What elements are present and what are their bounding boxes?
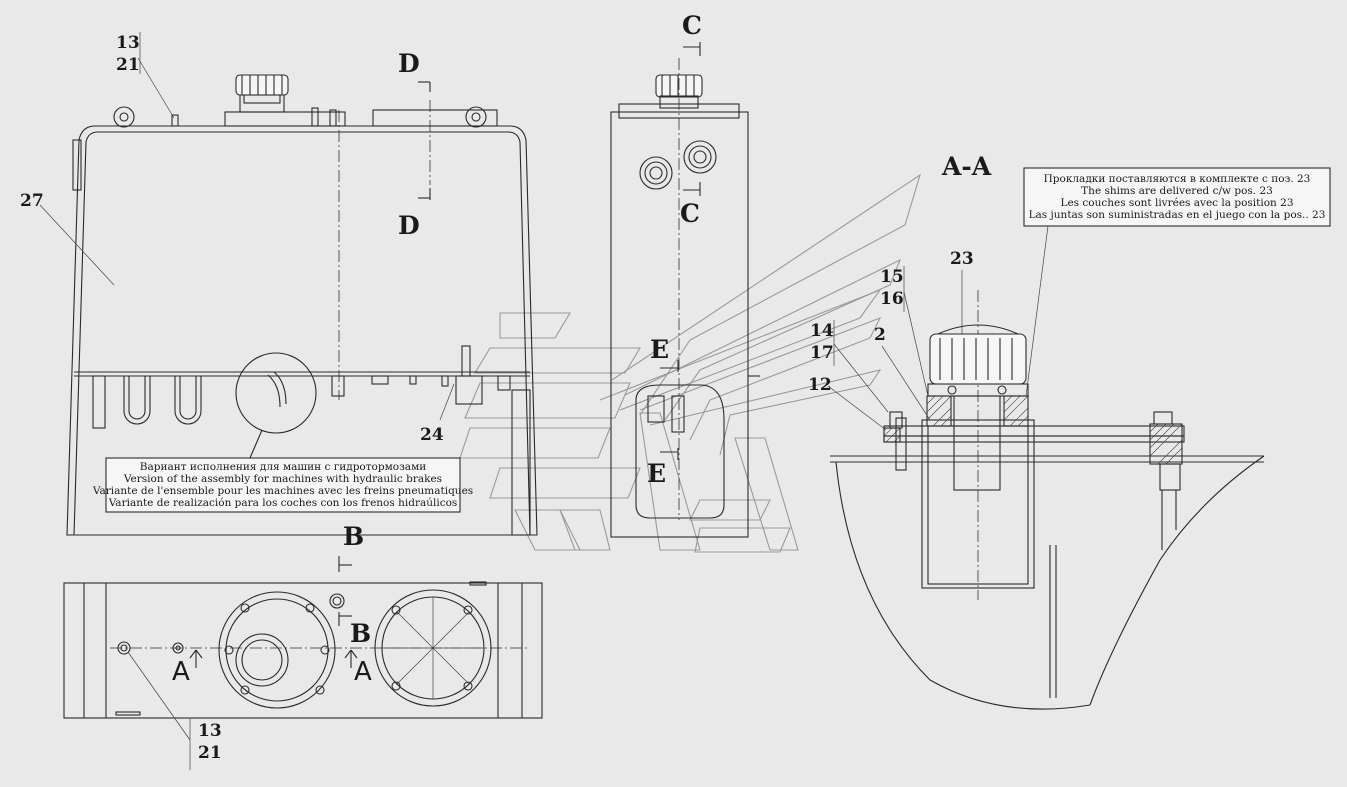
callout-aa-16: 16 [880,289,904,309]
note-shims-line-4: Las juntas son suministradas en el juego… [1029,209,1326,221]
plan-view: B B A A 13 21 [63,522,543,770]
watermark-logo [459,173,921,553]
side-view: C C E E [610,11,760,538]
note-shims-line-1: Прокладки поставляются в комплекте с поз… [1044,173,1311,185]
section-title-a-a: A-A [941,152,992,181]
note-shims-line-3: Les couches sont livrées avec la positio… [1060,197,1293,209]
front-view: Вариант исполнения для машин с гидроторм… [20,32,538,536]
note-brakes-line-3: Variante de l'ensemble pour les machines… [92,485,473,497]
note-brakes-line-4: Variante de realización para los coches … [108,497,458,509]
note-brakes-line-1: Вариант исполнения для машин с гидроторм… [140,461,426,473]
section-mark-a-right: A [354,657,372,687]
note-shims-line-2: The shims are delivered c/w pos. 23 [1081,185,1273,197]
section-mark-c-top: C [682,11,702,40]
callout-aa-12: 12 [808,375,832,395]
section-mark-e-bottom: E [647,459,666,488]
section-mark-d-bottom: D [398,211,420,240]
callout-aa-23: 23 [950,249,974,269]
callout-front-24: 24 [420,425,444,445]
callout-front-13: 13 [116,33,140,53]
note-brakes-box [105,457,461,513]
note-brakes-line-2: Version of the assembly for machines wit… [123,473,442,485]
section-mark-c-bottom: C [680,199,700,228]
section-a-a: A-A [808,152,1331,710]
section-mark-b-top: B [343,522,364,551]
section-mark-a-left: A [172,657,190,687]
tank-outline [66,125,538,536]
callout-aa-17: 17 [810,343,834,363]
callout-aa-15: 15 [880,267,904,287]
section-mark-b-bottom: B [350,619,371,648]
callout-front-21: 21 [116,55,140,75]
callout-aa-2: 2 [874,325,886,345]
callout-front-27: 27 [20,191,44,211]
callout-aa-14: 14 [810,321,834,341]
section-mark-d-top: D [398,49,420,78]
callout-plan-21: 21 [198,743,222,763]
callout-plan-13: 13 [198,721,222,741]
note-shims-box [1023,167,1331,227]
section-mark-e-top: E [650,335,669,364]
